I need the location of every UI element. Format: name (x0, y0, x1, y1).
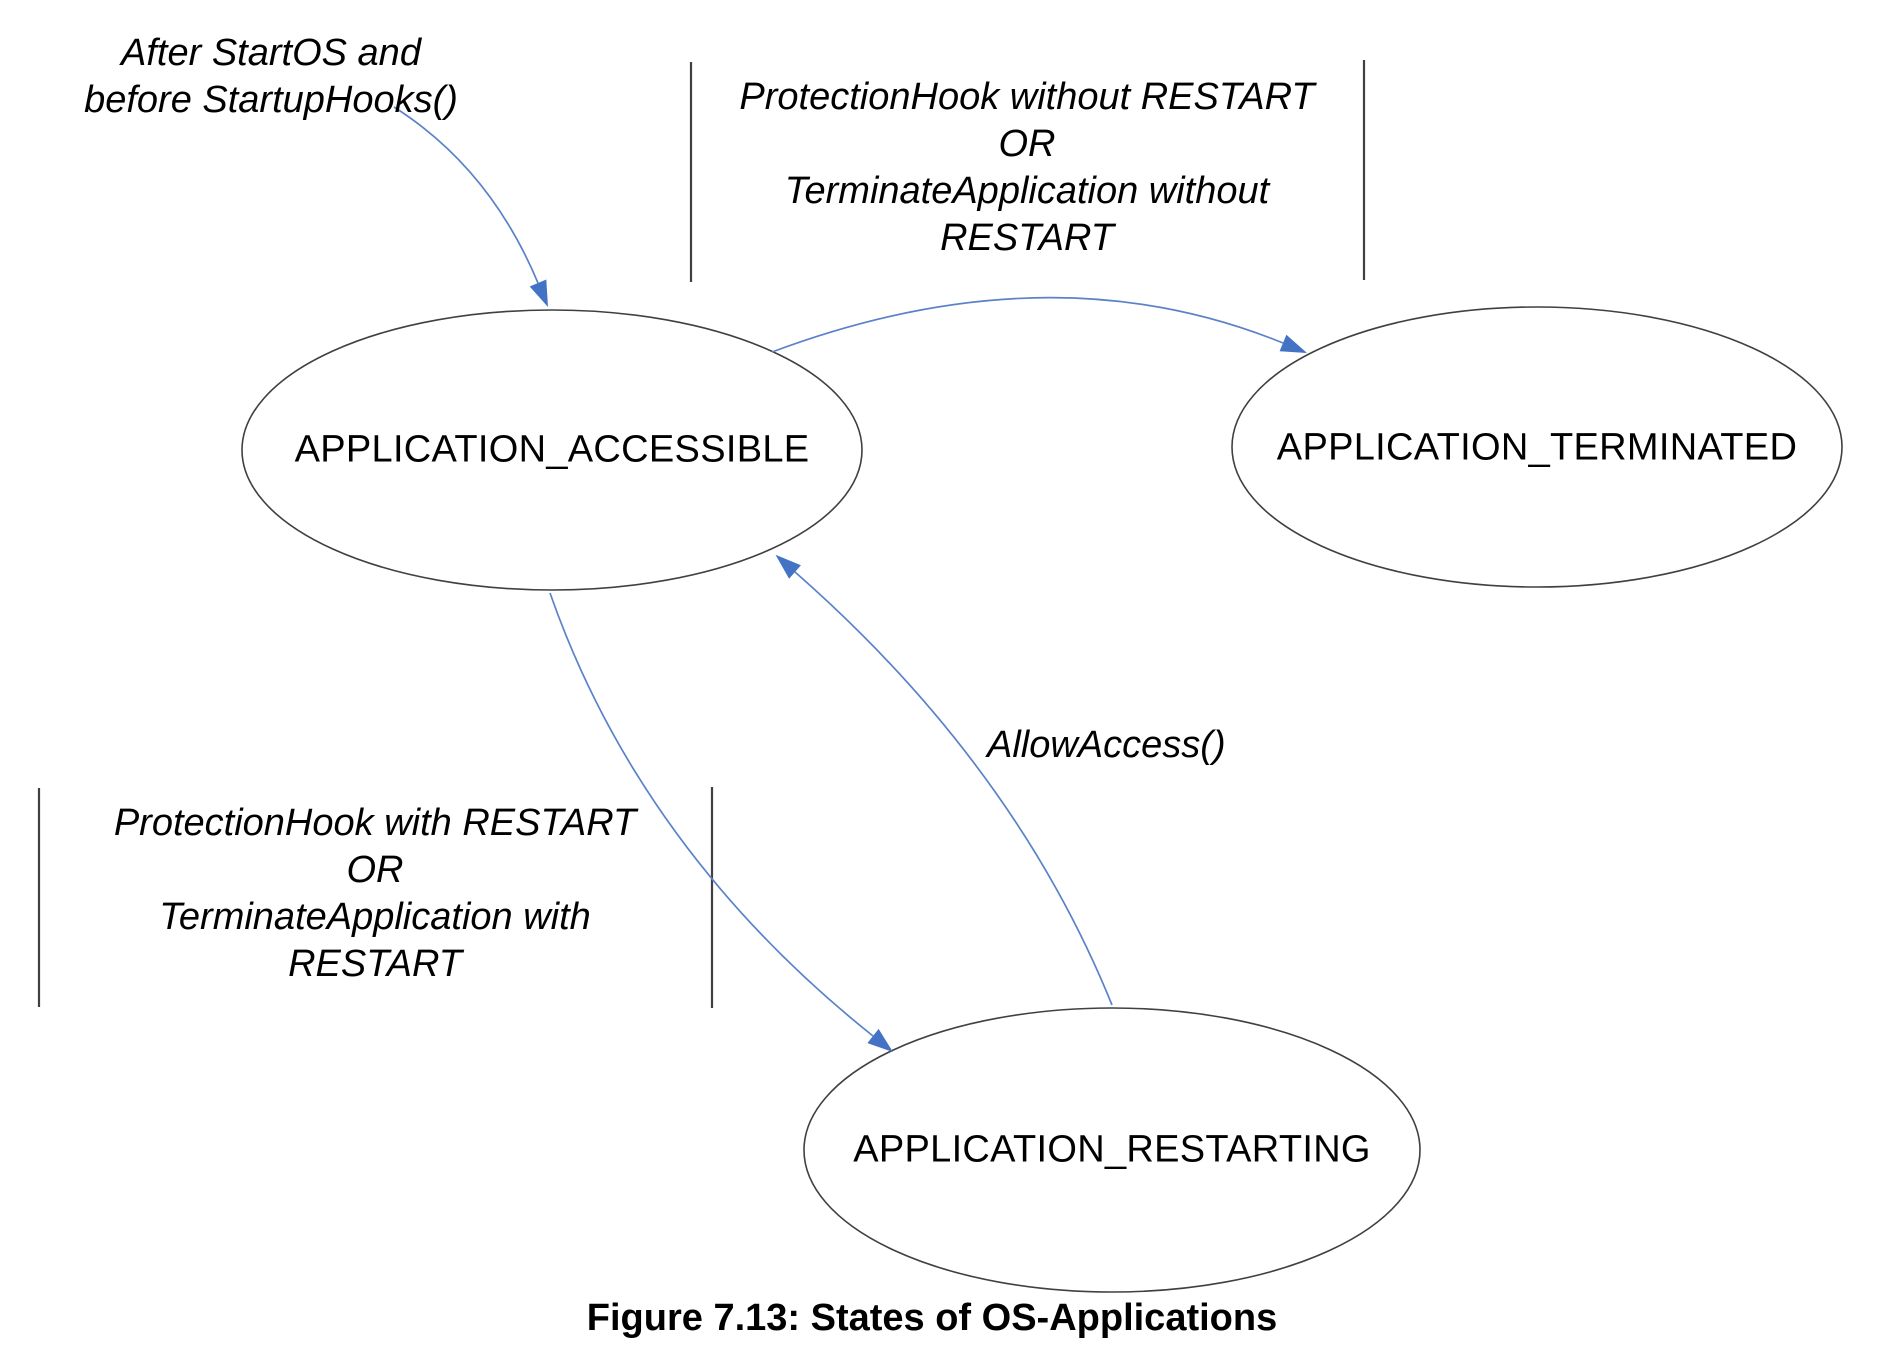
state-ellipse-accessible (241, 309, 863, 591)
state-label-restarting: APPLICATION_RESTARTING (853, 1128, 1371, 1171)
arrowhead-icon (867, 1028, 893, 1052)
transition-arrow-accessible-to-restarting (549, 592, 893, 1052)
state-label-accessible: APPLICATION_ACCESSIBLE (294, 428, 810, 471)
transition-label-to-terminated: ProtectionHook without RESTART OR Termin… (739, 74, 1314, 262)
state-label-terminated: APPLICATION_TERMINATED (1276, 426, 1798, 469)
transition-label-initial: After StartOS and before StartupHooks() (84, 30, 458, 124)
transition-label-line: ProtectionHook with RESTART (113, 802, 637, 844)
transition-label-line: TerminateApplication with (159, 896, 591, 938)
arrowhead-icon (1279, 334, 1307, 353)
arrowhead-icon (529, 279, 548, 307)
transition-arrow-restarting-to-accessible (775, 554, 1113, 1006)
transition-label-to-restarting: ProtectionHook with RESTART OR Terminate… (114, 800, 636, 988)
transition-label-line: before StartupHooks() (84, 79, 458, 121)
figure-caption: Figure 7.13: States of OS-Applications (586, 1297, 1278, 1339)
transition-label-line: After StartOS and (121, 32, 421, 74)
transition-label-line: RESTART (940, 217, 1114, 259)
transition-label-line: OR (998, 123, 1056, 165)
state-ellipse-terminated (1231, 306, 1843, 588)
state-ellipse-restarting (803, 1007, 1421, 1293)
transition-label-line: ProtectionHook without RESTART (739, 76, 1315, 118)
transition-arrow-accessible-to-terminated (771, 296, 1307, 353)
transition-label-line: RESTART (288, 943, 462, 985)
transition-label-line: OR (346, 849, 404, 891)
arrowhead-icon (775, 554, 801, 579)
transition-arrow-initial-to-accessible (393, 106, 548, 307)
transition-label-line: TerminateApplication without (784, 170, 1270, 212)
transition-label-allowaccess: AllowAccess() (987, 724, 1226, 766)
